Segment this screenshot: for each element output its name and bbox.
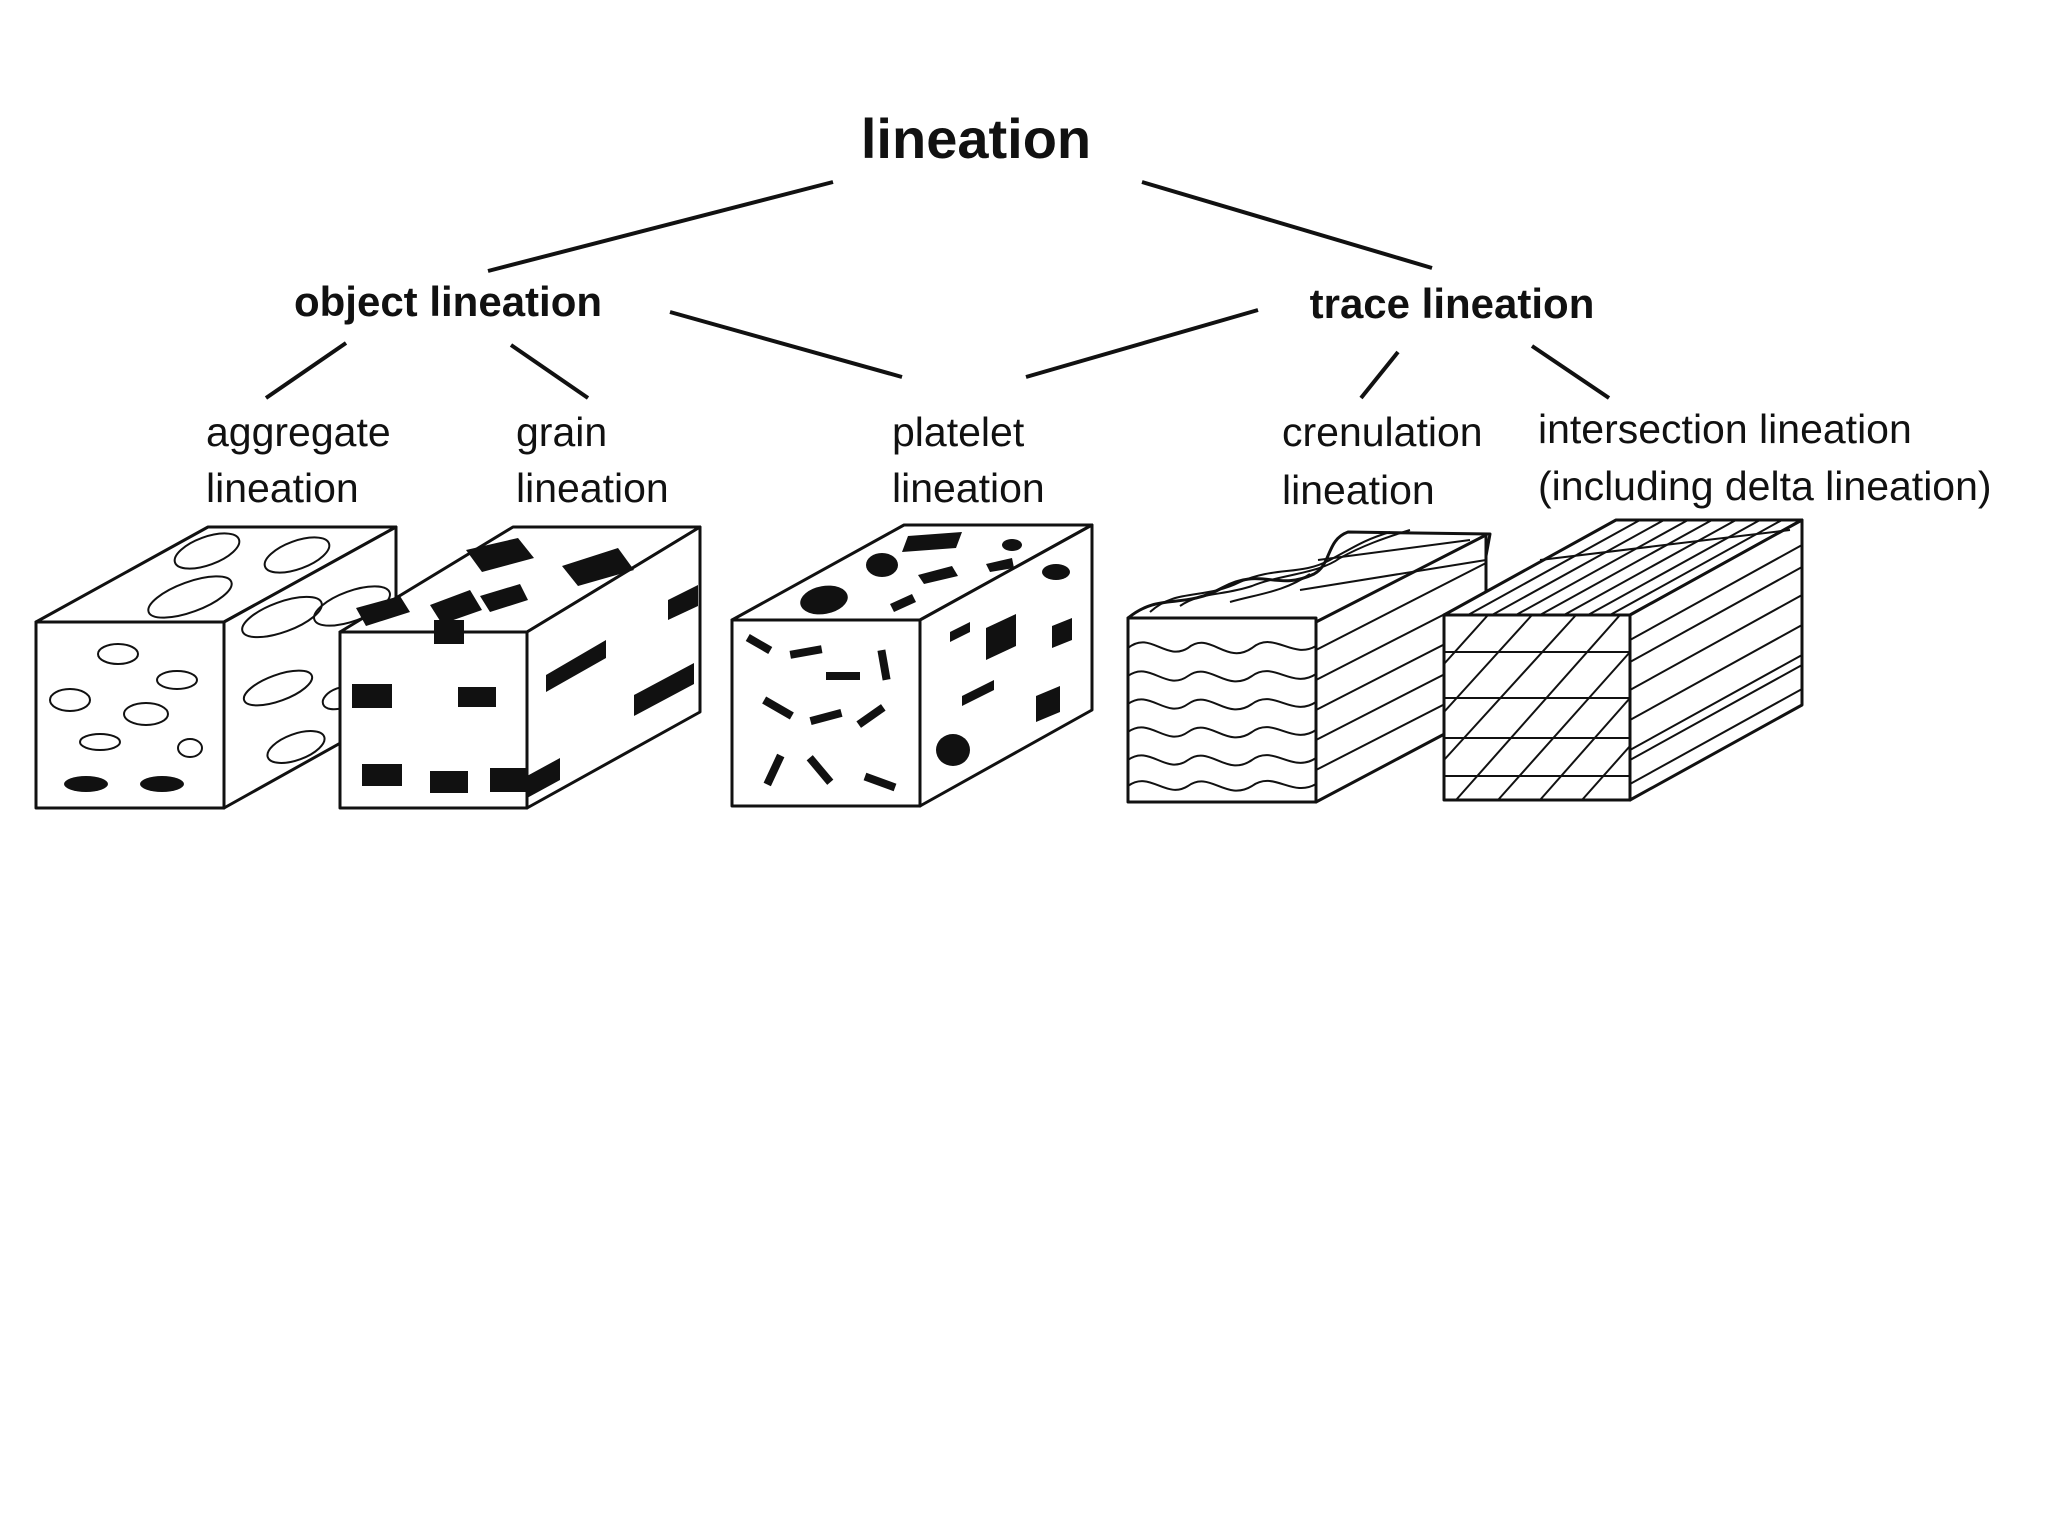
grain-top-marks xyxy=(356,538,634,626)
intersection-block-front xyxy=(1442,613,1632,802)
aggregate-block-front xyxy=(34,620,226,810)
category-object-lineation: object lineation xyxy=(294,278,602,325)
leaf-aggregate-line2: lineation xyxy=(206,465,359,511)
platelet-lineation-block xyxy=(730,523,1094,808)
crenulation-top-ridges xyxy=(1149,529,1487,613)
crenulation-block-top xyxy=(1126,530,1492,624)
aggregate-front-grains xyxy=(49,643,203,792)
connector-trace-platelet xyxy=(1025,308,1259,379)
connector-object-aggregate xyxy=(264,341,348,400)
platelet-side-marks xyxy=(936,614,1072,766)
leaf-crenulation-line1: crenulation xyxy=(1282,409,1483,455)
intersection-top-lines xyxy=(1467,519,1791,616)
connector-root-object xyxy=(487,180,834,273)
tree-connectors xyxy=(264,180,1611,400)
crenulation-lineation-block xyxy=(1126,529,1492,804)
intersection-lineation-block xyxy=(1442,518,1804,802)
connector-object-grain xyxy=(509,343,590,400)
grain-side-marks xyxy=(527,585,698,798)
connector-trace-crenulation xyxy=(1359,350,1400,400)
leaf-intersection-line2: (including delta lineation) xyxy=(1538,463,1992,509)
platelet-front-marks xyxy=(745,634,897,792)
intersection-side-lines xyxy=(1629,544,1803,785)
leaf-crenulation-line2: lineation xyxy=(1282,467,1435,513)
leaf-platelet-line2: lineation xyxy=(892,465,1045,511)
root-title: lineation xyxy=(861,107,1091,170)
leaf-platelet-line1: platelet xyxy=(892,409,1025,455)
leaf-aggregate-line1: aggregate xyxy=(206,409,391,455)
leaf-intersection-line1: intersection lineation xyxy=(1538,406,1912,452)
leaf-grain-line2: lineation xyxy=(516,465,669,511)
connector-object-platelet xyxy=(669,310,903,379)
category-trace-lineation: trace lineation xyxy=(1310,280,1595,327)
grain-lineation-block xyxy=(338,525,702,810)
connector-root-trace xyxy=(1141,180,1433,270)
grain-front-marks xyxy=(352,620,527,793)
crenulation-front-waves xyxy=(1127,641,1317,792)
connector-trace-intersection xyxy=(1530,344,1611,400)
platelet-top-marks xyxy=(800,532,1070,615)
intersection-front-lines xyxy=(1443,614,1631,801)
leaf-grain-line1: grain xyxy=(516,409,607,455)
